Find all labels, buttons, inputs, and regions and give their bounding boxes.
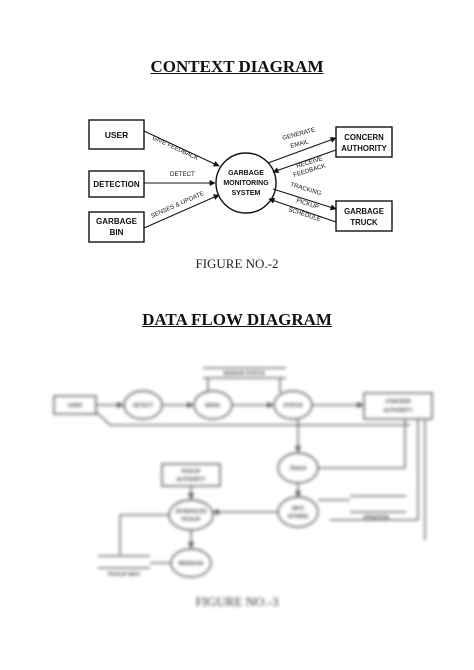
dfd-email-process bbox=[193, 390, 233, 420]
garbage-truck-label-line2: TRUCK bbox=[350, 218, 378, 227]
data-flow-diagram-title: DATA FLOW DIAGRAM bbox=[142, 310, 332, 329]
dfd-info-label-line1: INFO bbox=[292, 506, 304, 512]
dfd-track-process bbox=[277, 452, 319, 484]
garbage-bin-label-line2: BIN bbox=[110, 228, 124, 237]
dfd-detect-process bbox=[123, 390, 163, 420]
user-entity-label: USER bbox=[105, 130, 129, 140]
dfd-message-process bbox=[170, 548, 212, 578]
process-label-line3: SYSTEM bbox=[232, 190, 261, 197]
dfd-status-label: STATUS bbox=[283, 403, 303, 409]
tracking-label: TRACKING bbox=[289, 181, 322, 197]
generate-email-label-line2: EMAIL bbox=[290, 138, 310, 150]
dfd-scheduled-label-line1: SCHEDULED bbox=[175, 509, 207, 515]
concern-authority-label-line1: CONCERN bbox=[344, 133, 384, 142]
dfd-user-label: USER bbox=[68, 403, 82, 409]
sensor-status-store-label: SENSOR STATUS bbox=[223, 371, 265, 377]
dfd-pickup-authority-box bbox=[161, 463, 221, 487]
dfd-pickup-authority-line2: AUTHORITY bbox=[176, 477, 206, 483]
dfd-detect-label: DETECT bbox=[133, 403, 153, 409]
concern-authority-label-line2: AUTHORITY bbox=[341, 144, 387, 153]
dfd-track-label: TRACK bbox=[289, 466, 307, 472]
pickup-schedule-arrow bbox=[268, 197, 337, 223]
dfd-info-label-line2: STORED bbox=[288, 514, 309, 520]
detection-entity: DETECTION bbox=[88, 170, 145, 198]
dfd-concern-label-line1: CONCERN bbox=[385, 399, 411, 405]
detect-label: DETECT bbox=[170, 171, 195, 178]
dfd-updation-store-label: UPDATION bbox=[363, 515, 389, 521]
dfd-concern-authority-box bbox=[363, 392, 433, 420]
context-diagram-title: CONTEXT DIAGRAM bbox=[150, 57, 324, 76]
garbage-truck-entity: GARBAGE TRUCK bbox=[335, 200, 393, 232]
garbage-monitoring-system-process: GARBAGE MONITORING SYSTEM bbox=[215, 152, 277, 214]
generate-email-arrow bbox=[267, 137, 337, 164]
context-diagram: USER DETECTION GARBAGE BIN CONCERN AUTHO… bbox=[88, 119, 393, 243]
receive-feedback-arrow bbox=[272, 149, 337, 174]
garbage-bin-label-line1: GARBAGE bbox=[96, 217, 138, 226]
garbage-truck-label-line1: GARBAGE bbox=[344, 207, 384, 216]
process-label-line1: GARBAGE bbox=[228, 170, 264, 177]
dfd-status-process bbox=[273, 390, 313, 420]
user-entity: USER bbox=[88, 119, 145, 150]
figure-3-caption: FIGURE NO.-3 bbox=[195, 594, 278, 609]
garbage-bin-entity: GARBAGE BIN bbox=[88, 211, 145, 243]
figure-2-caption: FIGURE NO.-2 bbox=[195, 256, 279, 271]
detection-entity-label: DETECTION bbox=[93, 180, 139, 189]
concern-authority-entity: CONCERN AUTHORITY bbox=[335, 126, 393, 158]
dfd-concern-label-line2: AUTHORITY bbox=[383, 408, 413, 414]
dfd-message-label: MESSAGE bbox=[178, 561, 204, 567]
dfd-email-label: EMAIL bbox=[205, 403, 221, 409]
give-feedback-label: GIVE FEEDBACK bbox=[151, 134, 200, 162]
dfd-pickup-info-store-label: PICKUP INFO bbox=[108, 572, 140, 578]
dfd-scheduled-pickup-process bbox=[168, 499, 214, 531]
dfd-pickup-authority-line1: PICKUP bbox=[182, 469, 202, 475]
dfd-info-stored-process bbox=[277, 496, 319, 528]
tracking-arrow bbox=[272, 188, 337, 211]
generate-email-label-line1: GENERATE bbox=[282, 126, 316, 141]
give-feedback-arrow bbox=[143, 130, 220, 167]
dfd-scheduled-label-line2: PICKUP bbox=[182, 517, 202, 523]
dfd-user-box bbox=[53, 395, 97, 415]
process-label-line2: MONITORING bbox=[223, 180, 269, 187]
senses-update-arrow bbox=[143, 194, 220, 229]
